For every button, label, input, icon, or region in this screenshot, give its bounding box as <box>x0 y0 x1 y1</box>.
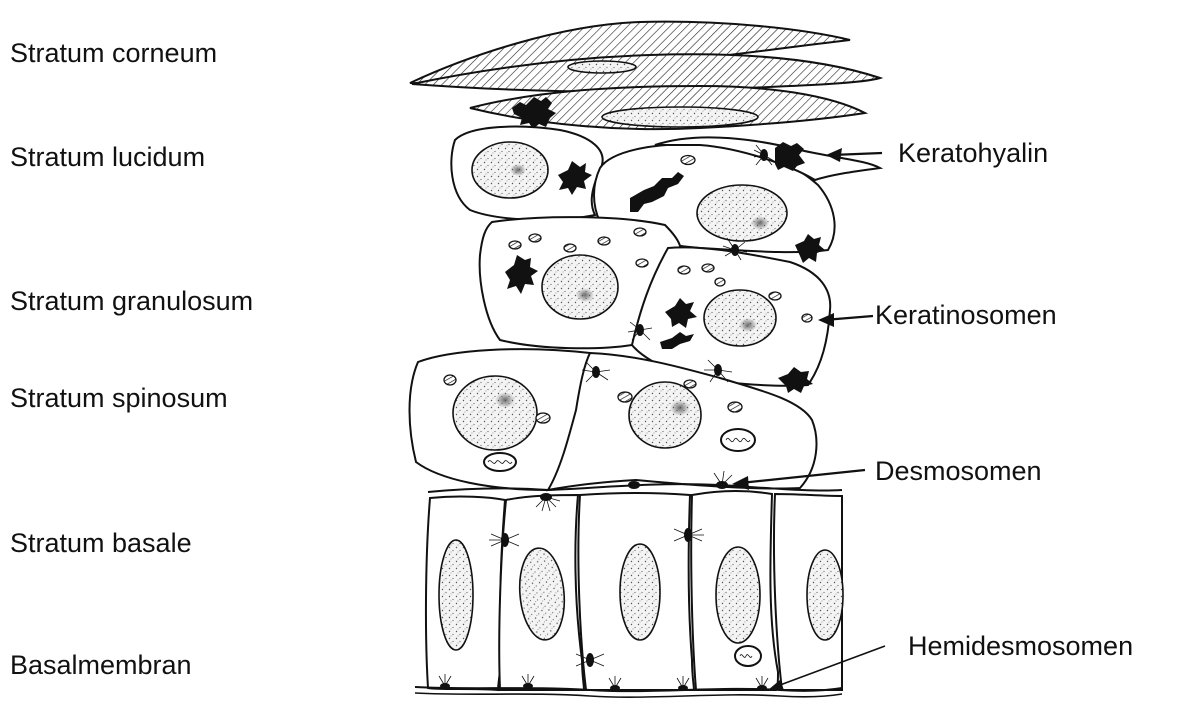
layer-label-stratum-lucidum: Stratum lucidum <box>10 144 205 171</box>
desmosome <box>628 481 640 489</box>
keratinosome <box>702 264 714 272</box>
keratinosome <box>681 156 695 165</box>
layer-label-stratum-granulosum: Stratum granulosum <box>10 288 253 315</box>
structure-label-keratinosomen: Keratinosomen <box>875 302 1057 329</box>
keratinosome <box>598 237 610 245</box>
keratinosome <box>636 259 648 267</box>
keratinosome <box>728 402 742 412</box>
layer-label-stratum-spinosum: Stratum spinosum <box>10 385 228 412</box>
mitochondrion <box>735 646 761 666</box>
keratinosome <box>529 234 541 242</box>
layer-label-stratum-corneum: Stratum corneum <box>10 40 217 67</box>
keratinosome <box>564 244 576 252</box>
layer-label-stratum-basale: Stratum basale <box>10 530 192 557</box>
corneum-nucleus-remnant <box>568 61 636 73</box>
keratinosome <box>509 241 521 249</box>
nucleus <box>716 547 760 643</box>
nucleus <box>620 544 660 640</box>
stratum-corneum-region <box>410 22 880 129</box>
nucleus <box>453 376 537 450</box>
keratinosome <box>802 314 812 322</box>
keratinosome <box>634 228 646 236</box>
corneum-nucleus-remnant <box>602 107 758 127</box>
keratinosome <box>715 278 725 286</box>
stratum-basale-region <box>426 484 843 690</box>
keratinosome <box>769 292 781 300</box>
nucleus <box>704 290 776 346</box>
nucleus <box>807 550 843 640</box>
structure-label-hemidesmosomen: Hemidesmosomen <box>908 633 1133 660</box>
nucleus <box>629 382 701 448</box>
keratinosome <box>684 380 696 388</box>
keratinosome <box>444 375 456 385</box>
structure-label-keratohyalin: Keratohyalin <box>898 140 1048 167</box>
keratinosome <box>678 266 690 274</box>
layer-label-basalmembran: Basalmembran <box>10 652 192 679</box>
keratinosome <box>536 413 550 423</box>
keratinosome <box>618 392 632 402</box>
structure-label-desmosomen: Desmosomen <box>875 458 1042 485</box>
nucleus <box>439 540 473 650</box>
nucleus <box>542 255 618 319</box>
nucleus <box>697 185 787 241</box>
